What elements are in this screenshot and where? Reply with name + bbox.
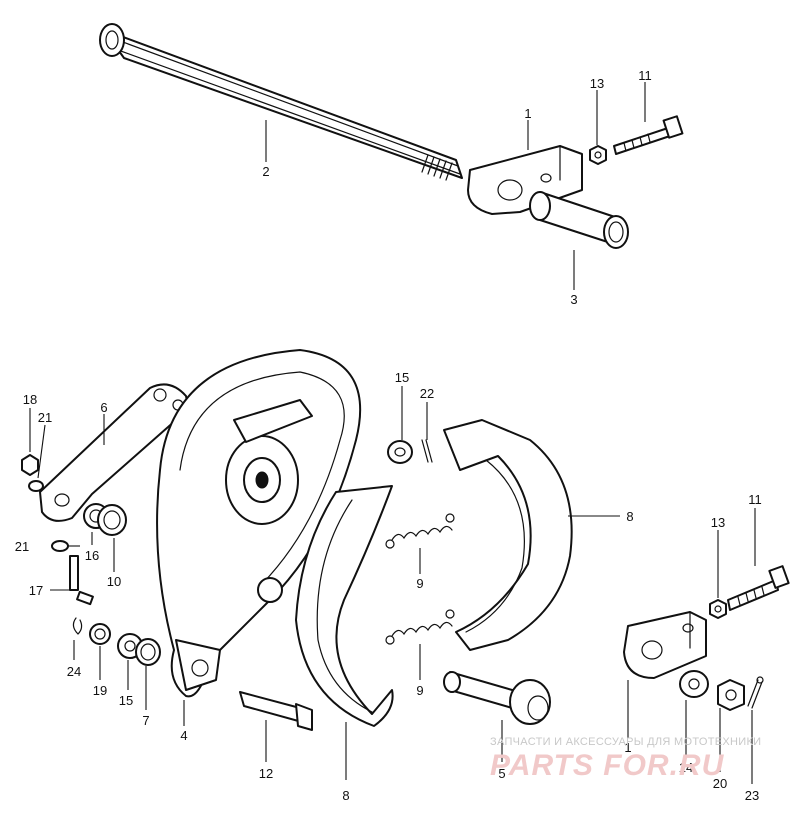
callout-13-top: 13 <box>590 76 604 91</box>
callout-8-right: 8 <box>626 509 633 524</box>
callout-16: 16 <box>85 548 99 563</box>
callout-10: 10 <box>107 574 121 589</box>
washer-21b <box>51 540 69 552</box>
collar-19 <box>89 623 111 645</box>
callout-12: 12 <box>259 766 273 781</box>
callout-11-top: 11 <box>638 68 652 83</box>
brake-shoe-upper <box>443 419 573 651</box>
callout-15-right: 15 <box>395 370 409 385</box>
callout-11-right: 11 <box>748 492 762 507</box>
adjuster-nut-top <box>589 145 607 165</box>
callout-14: 14 <box>679 760 693 775</box>
callout-1-right: 1 <box>624 740 631 755</box>
callout-6: 6 <box>100 400 107 415</box>
callout-22: 22 <box>420 386 434 401</box>
callout-2: 2 <box>262 164 269 179</box>
watermark-tagline: ЗАПЧАСТИ И АКСЕССУАРЫ ДЛЯ МОТОТЕХНИКИ <box>490 736 761 748</box>
callout-15-left: 15 <box>119 693 133 708</box>
callout-21-bottom: 21 <box>15 539 29 554</box>
callout-5: 5 <box>498 766 505 781</box>
callout-4: 4 <box>180 728 187 743</box>
callout-8-bottom: 8 <box>342 788 349 803</box>
callout-1-top: 1 <box>524 106 531 121</box>
chain-adjuster-right <box>623 611 707 679</box>
rear-axle-shaft <box>99 23 463 181</box>
oil-seal-7 <box>135 638 161 666</box>
callout-21-top: 21 <box>38 410 52 425</box>
castle-nut-20 <box>717 679 745 711</box>
adjuster-bolt-right <box>727 565 790 611</box>
brake-shoe-lower <box>295 485 394 727</box>
arm-bolt-17 <box>69 555 94 606</box>
anchor-pin-5 <box>443 671 551 725</box>
washer-15b <box>387 440 413 464</box>
watermark: ЗАПЧАСТИ И АКСЕССУАРЫ ДЛЯ МОТОТЕХНИКИ PA… <box>490 736 761 782</box>
shoe-spring-upper <box>385 513 455 549</box>
axle-spacer-collar <box>529 191 629 249</box>
arm-nut-18 <box>21 454 39 476</box>
cam-12 <box>239 691 313 731</box>
watermark-brand: PARTS FOR.RU <box>490 749 725 782</box>
callout-24: 24 <box>67 664 81 679</box>
adjuster-bolt-top <box>613 115 684 155</box>
leader-lines <box>29 82 756 784</box>
callout-labels: 2 1 13 11 3 18 21 6 16 10 21 17 24 19 15… <box>15 68 762 803</box>
callout-17: 17 <box>29 583 43 598</box>
callout-7: 7 <box>142 713 149 728</box>
axle-washer-14 <box>679 670 709 698</box>
callout-19: 19 <box>93 683 107 698</box>
brake-panel <box>156 349 361 698</box>
callout-20: 20 <box>713 776 727 791</box>
callout-18: 18 <box>23 392 37 407</box>
callout-9-upper: 9 <box>416 576 423 591</box>
cam-seal-10 <box>97 504 127 536</box>
cotter-pin-23 <box>747 676 764 709</box>
callout-23: 23 <box>745 788 759 803</box>
shoe-spring-lower <box>385 609 455 645</box>
cotter-pin-24 <box>72 617 83 635</box>
callout-9-lower: 9 <box>416 683 423 698</box>
adjuster-nut-right <box>709 599 727 619</box>
pin-22 <box>421 439 433 463</box>
callout-3: 3 <box>570 292 577 307</box>
callout-13-right: 13 <box>711 515 725 530</box>
arm-washer-21a <box>28 480 44 492</box>
